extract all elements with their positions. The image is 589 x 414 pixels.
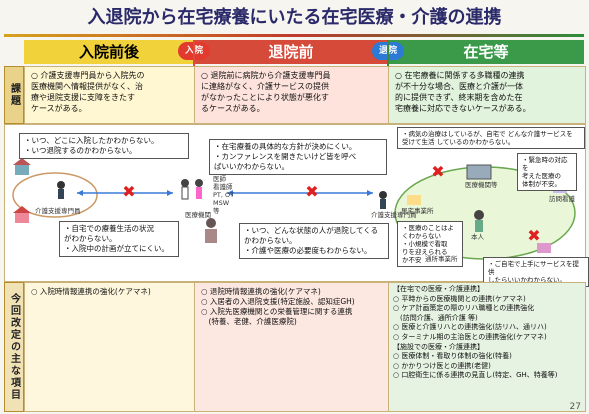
short-service-icon bbox=[537, 243, 551, 253]
coordination-diagram: ✖ ✖ ✖ ✖ ✖ ✖ ・いつ、どこに入院したかわからない。・いつ退院するのかわ… bbox=[4, 124, 589, 287]
etc-label: 等 bbox=[213, 207, 220, 215]
column-header-home: 在宅等 bbox=[388, 40, 584, 64]
patient-body-icon bbox=[475, 220, 483, 232]
callout-admission-top: ・いつ、どこに入院したかわからない。・いつ退院するのかわからない。 bbox=[19, 133, 189, 159]
column-header-admission: 入院前後 bbox=[24, 40, 194, 64]
home-care-label: 居宅事業所 bbox=[401, 207, 434, 215]
doctor-label: 医師 bbox=[213, 175, 226, 183]
page-number: 27 bbox=[569, 402, 581, 412]
arrow-head-left-icon bbox=[227, 190, 233, 196]
row-label-revision: 今回改定の主な項目 bbox=[4, 282, 24, 412]
callout-home-left: ・医療のことはよくわからない・小規模で看取りを迎えられるか不安 bbox=[397, 221, 463, 267]
arrow-head-right-icon bbox=[167, 190, 173, 196]
home-care-roof-icon bbox=[13, 158, 31, 165]
pt-ot-label: PT, OT bbox=[213, 191, 235, 199]
revision-admission-list: ○ 入院時情報連携の強化(ケアマネ) bbox=[31, 287, 151, 296]
issue-home: ○ 在宅療養に関係する多職種の連携が不十分な場合、医療と介護が一体的に提供できず… bbox=[388, 66, 586, 124]
clinic-building-icon bbox=[466, 164, 492, 180]
issue-admission: ○ 介護支援専門員から入院先の医療機関へ情報提供がなく、治療や退院支援に支障をき… bbox=[24, 66, 196, 124]
clinic-label: 医療機関等 bbox=[465, 181, 498, 189]
arrow-head-left-icon bbox=[77, 190, 83, 196]
broken-link-icon: ✖ bbox=[305, 182, 319, 201]
care-manager2-body-icon bbox=[380, 199, 386, 209]
broken-link-icon: ✖ bbox=[431, 162, 445, 181]
doctor-person-icon bbox=[181, 179, 189, 187]
issue-home-text: ○ 在宅療養に関係する多職種の連携が不十分な場合、医療と介護が一体的に提供できず… bbox=[395, 71, 531, 113]
care-manager2-label: 介護支援専門員 bbox=[371, 211, 417, 219]
hospital-label: 医療機関 bbox=[185, 211, 211, 219]
commute-label: 通所事業所 bbox=[425, 255, 458, 263]
care-manager-label: 介護支援専門員 bbox=[35, 207, 81, 215]
patient-body-icon bbox=[205, 229, 217, 243]
revision-admission: ○ 入院時情報連携の強化(ケアマネ) bbox=[24, 282, 196, 412]
page-title: 入退院から在宅療養にいたる在宅医療・介護の連携 bbox=[87, 7, 502, 28]
callout-home-emergency: ・緊急時の対応を考えた医療の体制が不安。 bbox=[517, 153, 577, 191]
care-manager-person-icon bbox=[57, 181, 65, 189]
arrow-head-right-icon bbox=[367, 190, 373, 196]
callout-home-top: ・病気の治療はしているが、自宅で どんな介護サービスを受けて生活 しているのかわ… bbox=[397, 127, 585, 149]
msw-label: MSW bbox=[213, 199, 230, 207]
nurse-person-icon bbox=[195, 179, 203, 187]
callout-admission-bottom: ・自宅での療養生活の状況がわからない。・入院中の計画が立てにくい。 bbox=[59, 221, 179, 257]
issue-discharge-text: ○ 退院前に病院から介護支援専門員に連絡がなく、介護サービスの提供がなかったこと… bbox=[201, 71, 331, 113]
home-care-icon bbox=[15, 165, 29, 175]
visit-nurse-label: 訪問看護 bbox=[549, 195, 575, 203]
revision-discharge: ○ 退院時情報連携の強化(ケアマネ)○ 入居者の入退院支援(特定施設、認知症GH… bbox=[194, 282, 390, 412]
revision-home-list: 【在宅での医療・介護連携】○ 平時からの医療機関との連携(ケアマネ)○ ケア計画… bbox=[393, 285, 558, 380]
column-header-discharge: 退院前 bbox=[194, 40, 388, 64]
care-manager2-person-icon bbox=[379, 191, 387, 199]
callout-discharge-bottom: ・いつ、どんな状態の人が退院してくるかわからない。・介護や医療の必要度もわからな… bbox=[239, 223, 389, 259]
broken-link-icon: ✖ bbox=[527, 226, 541, 245]
broken-link-icon: ✖ bbox=[122, 182, 136, 201]
admission-network-ellipse bbox=[12, 172, 98, 218]
callout-discharge-top: ・在宅療養の具体的な方針が決めにくい。・カンファレンスを開きたいけど皆を呼べばい… bbox=[209, 139, 387, 175]
nurse-body-icon bbox=[196, 187, 202, 199]
patient-person-icon bbox=[474, 210, 484, 220]
commute-icon bbox=[15, 213, 29, 223]
nurse-label: 看護師 bbox=[213, 183, 233, 191]
patient-bed-icon bbox=[206, 218, 216, 228]
revision-discharge-list: ○ 退院時情報連携の強化(ケアマネ)○ 入居者の入退院支援(特定施設、認知症GH… bbox=[201, 287, 355, 326]
title-underline bbox=[4, 34, 584, 37]
patient-label: 本人 bbox=[471, 233, 484, 241]
row-label-issue: 課題 bbox=[4, 66, 24, 124]
issue-discharge: ○ 退院前に病院から介護支援専門員に連絡がなく、介護サービスの提供がなかったこと… bbox=[194, 66, 390, 124]
doctor-body-icon bbox=[181, 186, 189, 200]
home-care-icon bbox=[407, 195, 421, 205]
care-manager-body-icon bbox=[58, 189, 64, 199]
commute-roof-icon bbox=[13, 206, 31, 213]
issue-admission-text: ○ 介護支援専門員から入院先の医療機関へ情報提供がなく、治療や退院支援に支障をき… bbox=[31, 71, 145, 113]
revision-home: 【在宅での医療・介護連携】○ 平時からの医療機関との連携(ケアマネ)○ ケア計画… bbox=[388, 282, 586, 412]
